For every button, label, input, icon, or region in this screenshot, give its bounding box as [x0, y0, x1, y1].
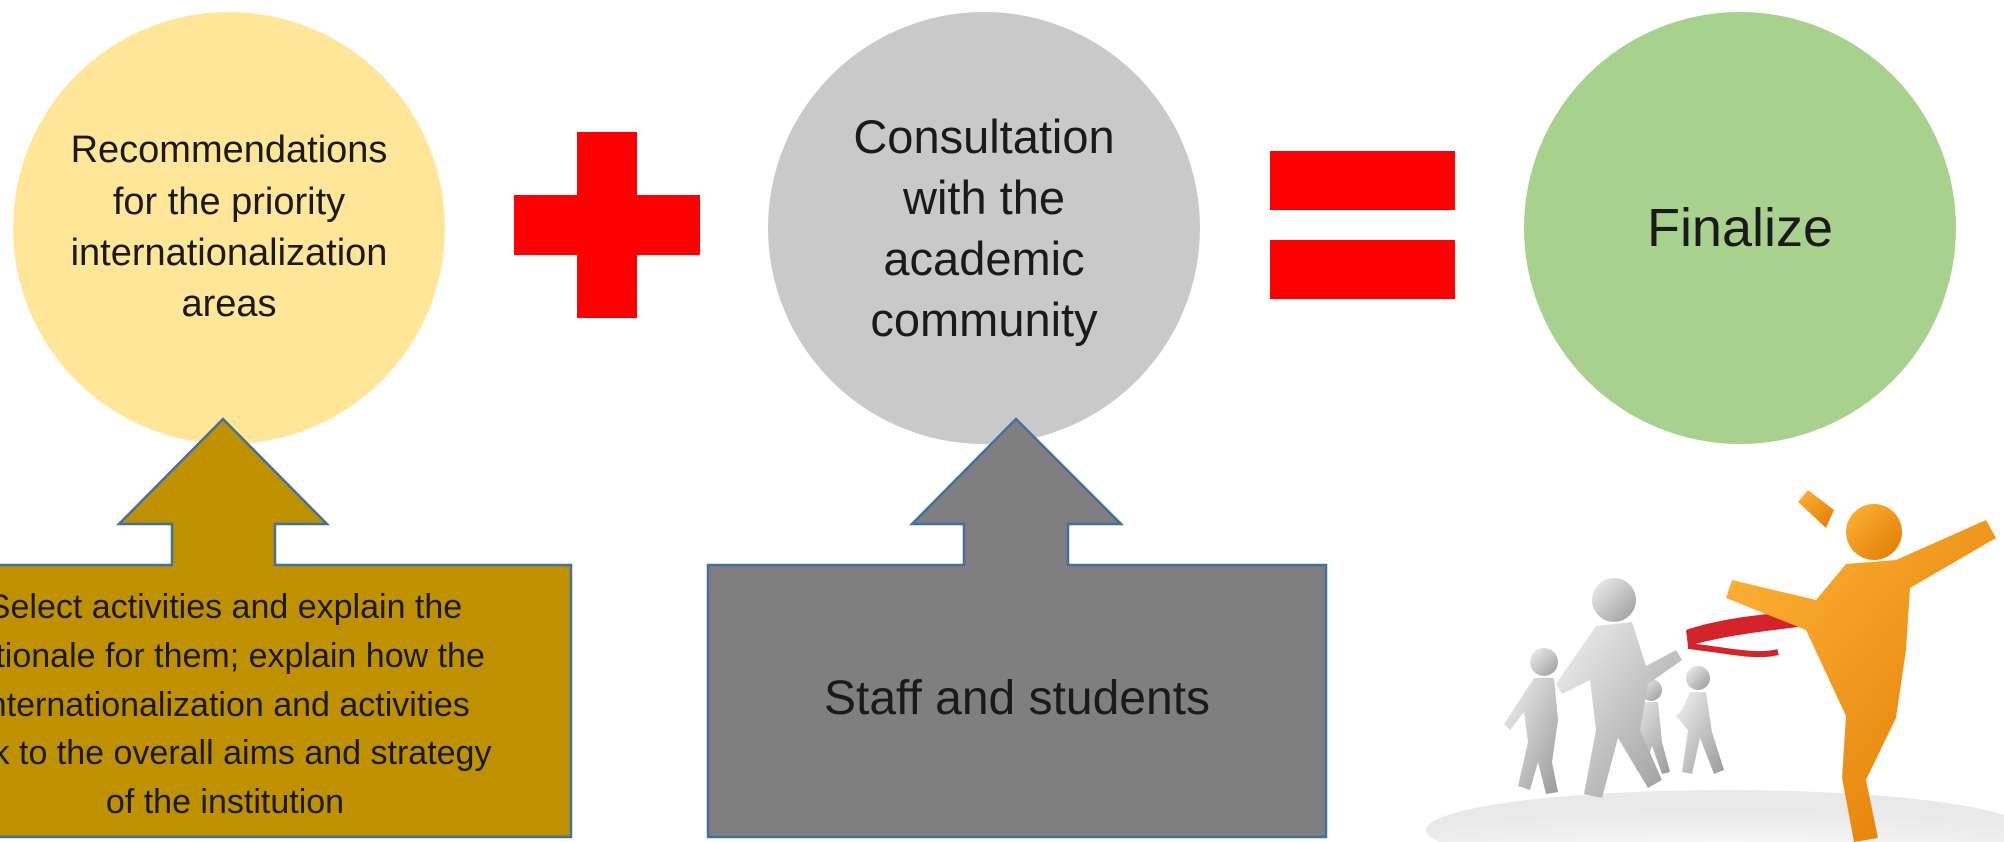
- race-finish-line-runners-icon: [1426, 480, 2004, 842]
- activities-line-1: Select activities and explain the: [0, 588, 463, 627]
- plus-horizontal-bar: [514, 195, 700, 255]
- finalize-circle: Finalize: [1524, 12, 1956, 444]
- consultation-text: Consultation with the academic community: [853, 109, 1115, 347]
- activities-line-4: link to the overall aims and strategy: [0, 734, 492, 773]
- consultation-circle: Consultation with the academic community: [768, 12, 1200, 444]
- equals-top-bar: [1270, 151, 1455, 210]
- recommendations-text: Recommendations for the priority interna…: [70, 129, 388, 326]
- staff-text: Staff and students: [823, 671, 1211, 725]
- finalize-text: Finalize: [1646, 198, 1834, 258]
- activities-line-5: of the institution: [105, 782, 345, 821]
- recommendations-circle: Recommendations for the priority interna…: [13, 12, 445, 444]
- activities-line-2: rationale for them; explain how the: [0, 637, 485, 676]
- equals-bottom-bar: [1270, 240, 1455, 299]
- activities-text: Select activities and explain the ration…: [0, 572, 570, 838]
- activities-line-3: internationalization and activities: [0, 685, 470, 724]
